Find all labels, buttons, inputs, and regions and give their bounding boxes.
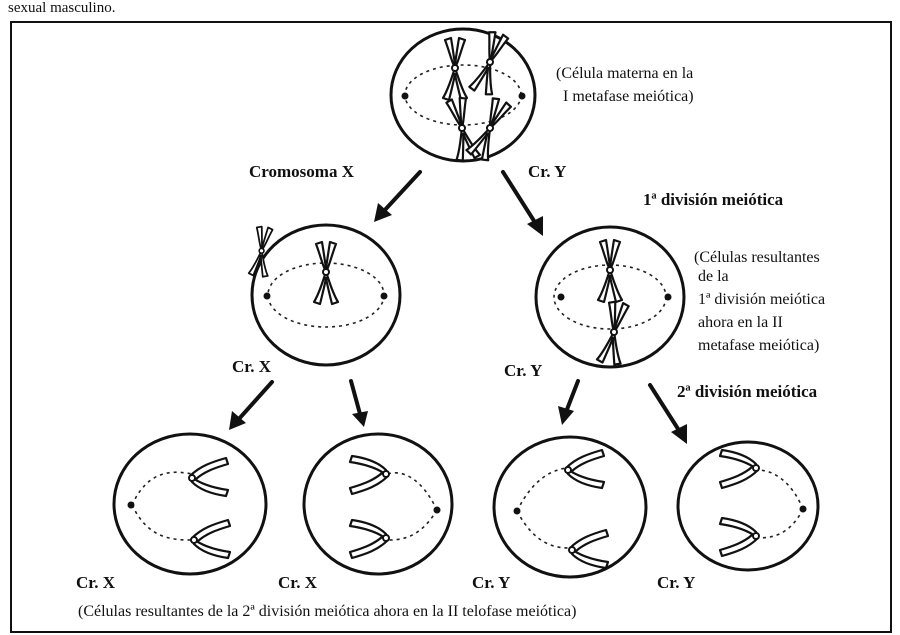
- division-arrows-second: [229, 381, 687, 444]
- bottom-label-3: Cr. Y: [472, 573, 510, 592]
- bottom-label-2: Cr. X: [278, 573, 318, 592]
- label-cromosoma-x: Cromosoma X: [249, 162, 355, 181]
- chromatid-x: [191, 520, 230, 558]
- bottom-label-4: Cr. Y: [657, 573, 695, 592]
- resulting-cells-note-line5: metafase meiótica): [698, 337, 819, 354]
- label-cr-x-mid: Cr. X: [232, 357, 272, 376]
- chromosome-y: [469, 30, 511, 96]
- mother-cell: [391, 29, 535, 162]
- resulting-cells-note-line2: de la: [698, 268, 729, 285]
- chromosome: [444, 96, 480, 162]
- chromatid-y: [720, 450, 759, 488]
- chromatid-x: [350, 520, 389, 558]
- chromosome: [466, 96, 514, 162]
- chromosome-x: [314, 242, 338, 304]
- resulting-cells-note-line1: (Células resultantes: [694, 249, 820, 266]
- top-caption: sexual masculino.: [8, 0, 115, 16]
- bottom-cell-3: [494, 437, 646, 577]
- chromosome-y: [598, 240, 622, 302]
- chromatid-y: [569, 530, 608, 568]
- label-cr-y-top: Cr. Y: [528, 162, 566, 181]
- footer-caption: (Células resultantes de la 2ª división m…: [78, 603, 576, 620]
- middle-cell-y: [536, 227, 684, 367]
- label-cr-y-mid: Cr. Y: [504, 361, 542, 380]
- resulting-cells-note-line4: ahora en la II: [698, 314, 783, 331]
- chromatid-y: [565, 450, 604, 488]
- chromosome-y: [597, 300, 631, 365]
- middle-cell-x: [249, 225, 400, 365]
- first-division-label: 1ª división meiótica: [643, 190, 784, 209]
- chromosome-x: [443, 38, 467, 100]
- mother-cell-note-line2: I metafase meiótica): [563, 88, 694, 105]
- bottom-label-1: Cr. X: [76, 573, 116, 592]
- chromatid-x: [350, 456, 389, 494]
- chromatid-y: [720, 518, 759, 556]
- division-arrows-first: [374, 172, 543, 236]
- chromatid-x: [189, 458, 228, 496]
- bottom-cell-1: [114, 434, 266, 574]
- bottom-cell-4: [678, 442, 818, 570]
- mother-cell-note-line1: (Célula materna en la: [556, 65, 693, 82]
- bottom-cell-2: [304, 434, 452, 574]
- chromosome-x: [249, 226, 275, 278]
- resulting-cells-note-line3: 1ª división meiótica: [698, 291, 825, 308]
- second-division-label: 2ª división meiótica: [677, 382, 818, 401]
